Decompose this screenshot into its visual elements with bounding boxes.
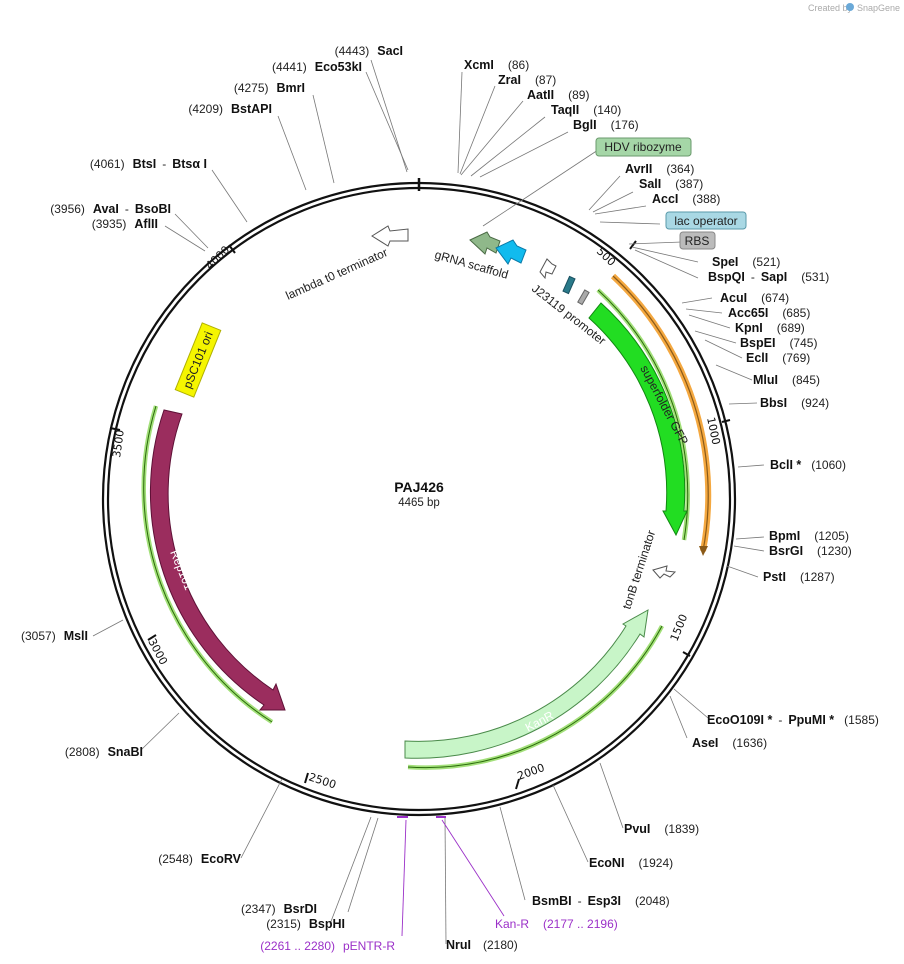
rbs-tag[interactable]: RBS (679, 231, 716, 250)
site-econi: EcoNI(1924) (589, 856, 673, 870)
lambda-t0-terminator-arrow[interactable] (371, 225, 409, 247)
site-bstapi: (4209)BstAPI (188, 102, 272, 116)
plasmid-name: PAJ426 (394, 479, 444, 495)
site-bspqi: BspQI-SapI(531) (708, 270, 829, 284)
site-bsmbi: BsmBI-Esp3I(2048) (532, 894, 670, 908)
rep101-arrow[interactable] (149, 409, 286, 711)
tick-1500 (682, 651, 691, 657)
psc101-ori-box[interactable]: pSC101 ori (174, 322, 222, 398)
rbs-label: RBS (685, 234, 710, 248)
site-psti: PstI(1287) (763, 570, 835, 584)
lac-operator-tag[interactable]: lac operator (665, 211, 747, 230)
primer-leader-lines (401, 819, 505, 937)
site-btsi: (4061)BtsI-Btsα I (90, 157, 207, 171)
tonb-terminator-arrow[interactable] (652, 565, 677, 579)
site-eco53ki: (4441)Eco53kI (272, 60, 362, 74)
tick-label-1000: 1000 (704, 416, 723, 446)
kanr-strand-core (407, 625, 663, 769)
rep101-strand-core (143, 405, 273, 723)
site-acc65i: Acc65I(685) (728, 306, 810, 320)
site-nrui: NruI(2180) (446, 938, 518, 952)
enzyme-labels-left: (4443)SacI (4441)Eco53kI (4275)BmrI (420… (21, 44, 403, 931)
site-bsrgi: BsrGI(1230) (769, 544, 852, 558)
tick-marks (109, 240, 731, 790)
j23119-promoter-arrow[interactable] (539, 258, 557, 280)
tick-2500 (304, 772, 309, 784)
gfp-primer-bar-core (612, 275, 709, 552)
credit-brand: SnapGene (857, 3, 900, 13)
snapgene-logo-icon (846, 3, 854, 11)
site-xcmi: XcmI(86) (464, 58, 529, 72)
kanr-arrow[interactable] (404, 609, 649, 759)
gfp-strand-core (597, 289, 689, 541)
grna-scaffold-label: gRNA scaffold (433, 247, 510, 281)
site-bmri: (4275)BmrI (234, 81, 305, 95)
lac-operator-label: lac operator (674, 214, 737, 228)
primer-kanr: Kan-R(2177 .. 2196) (495, 917, 618, 931)
site-avai: (3956)AvaI-BsoBI (50, 202, 171, 216)
site-avrii: AvrII(364) (625, 162, 694, 176)
plasmid-size: 4465 bp (398, 497, 440, 509)
enzyme-labels-right: XcmI(86) ZraI(87) AatII(89) TaqII(140) B… (446, 58, 879, 952)
site-aflii: (3935)AflII (92, 217, 158, 231)
site-bpmi: BpmI(1205) (769, 529, 849, 543)
grna-scaffold-arrow-blue[interactable] (495, 239, 527, 265)
site-spei: SpeI(521) (712, 255, 780, 269)
tick-1000 (721, 419, 731, 423)
gfp-primer-arrowhead (699, 546, 708, 556)
site-sali: SalI(387) (639, 177, 703, 191)
credit-prefix: Created by (808, 3, 853, 13)
tick-500 (629, 240, 637, 250)
site-bcli: BclI *(1060) (770, 458, 846, 472)
site-ecli: EclI(769) (746, 351, 810, 365)
superfolder-gfp-arrow[interactable] (588, 302, 688, 537)
site-bspei: BspEI(745) (740, 336, 817, 350)
site-msli: (3057)MslI (21, 629, 88, 643)
site-kpni: KpnI(689) (735, 321, 805, 335)
site-bgli: BglI(176) (573, 118, 639, 132)
site-eco0109i: EcoO109I *-PpuMI *(1585) (707, 713, 879, 727)
tick-label-2000: 2000 (516, 761, 547, 783)
hdv-ribozyme-box[interactable]: HDV ribozyme (595, 137, 692, 157)
site-acci: AccI(388) (652, 192, 720, 206)
site-mlui: MluI(845) (753, 373, 820, 387)
site-saci: (4443)SacI (335, 44, 403, 58)
lambda-t0-terminator-label: lambda t0 terminator (284, 245, 390, 303)
primer-labels: Kan-R(2177 .. 2196) (2261 .. 2280)pENTR-… (260, 917, 617, 953)
tick-4000 (228, 244, 236, 254)
lac-operator-box[interactable] (562, 275, 576, 295)
site-bbsi: BbsI(924) (760, 396, 829, 410)
tick-label-1500: 1500 (668, 612, 691, 643)
tick-3500 (109, 427, 121, 431)
site-acui: AcuI(674) (720, 291, 789, 305)
site-ecorv: (2548)EcoRV (158, 852, 241, 866)
tick-3000 (147, 634, 157, 641)
site-snabi: (2808)SnaBI (65, 745, 143, 759)
site-taqii: TaqII(140) (551, 103, 621, 117)
tick-label-500: 500 (594, 245, 618, 269)
tick-2000 (515, 778, 520, 790)
rbs-box[interactable] (577, 289, 590, 306)
site-aatii: AatII(89) (527, 88, 589, 102)
site-bsrdi: (2347)BsrDI (241, 902, 317, 916)
tick-label-2500: 2500 (307, 770, 338, 791)
leader-lines (92, 59, 765, 945)
primer-pentr: (2261 .. 2280)pENTR-R (260, 939, 395, 953)
site-bsphi: (2315)BspHI (266, 917, 345, 931)
hdv-ribozyme-label: HDV ribozyme (604, 140, 682, 154)
site-asei: AseI(1636) (692, 736, 767, 750)
tick-label-3500: 3500 (110, 429, 127, 459)
grna-scaffold-arrow-green[interactable] (469, 231, 501, 255)
site-pvui: PvuI(1839) (624, 822, 699, 836)
site-zrai: ZraI(87) (498, 73, 556, 87)
